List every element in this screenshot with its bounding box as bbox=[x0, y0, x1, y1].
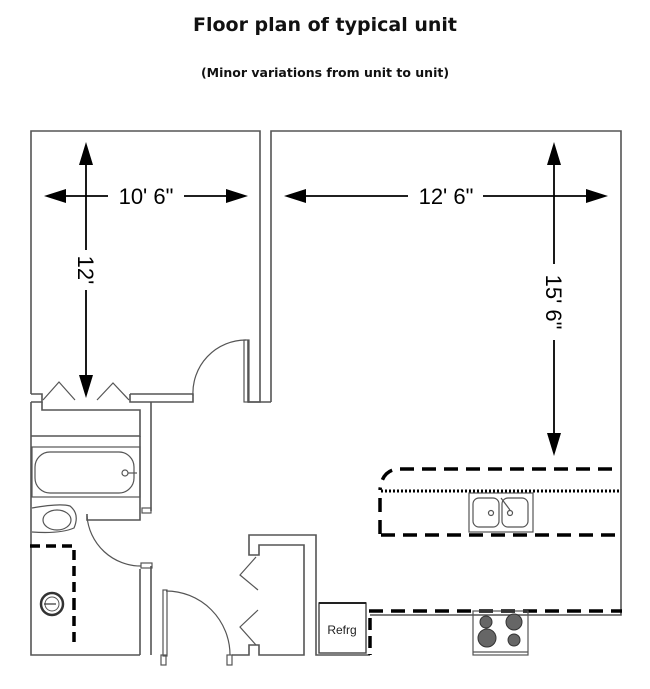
bedroom-door-leaf bbox=[243, 339, 250, 403]
sink-drain-left-icon bbox=[487, 509, 495, 517]
arrowhead-down-icon bbox=[79, 375, 93, 398]
burner-icon bbox=[479, 615, 493, 629]
arrowhead-up-icon bbox=[547, 142, 561, 165]
burner-icon bbox=[505, 613, 523, 631]
bedroom-door-swing bbox=[192, 339, 247, 397]
living-room-walls bbox=[248, 130, 622, 616]
dimension-living-depth: 15' 6" bbox=[541, 142, 566, 456]
dimension-label: 12' bbox=[73, 256, 98, 285]
burner-icon bbox=[477, 628, 497, 648]
arrowhead-right-icon bbox=[226, 189, 248, 203]
entry-door bbox=[160, 589, 233, 666]
sink-drain-right-icon bbox=[506, 509, 514, 517]
dimension-bedroom-width: 10' 6" bbox=[44, 184, 248, 209]
closet-bifold-right bbox=[96, 382, 130, 401]
toilet-tank-icon bbox=[31, 504, 77, 534]
kitchen-sink-frame bbox=[468, 492, 534, 533]
closet-walls bbox=[232, 534, 370, 656]
entry-door-swing bbox=[165, 590, 231, 656]
toilet-bowl-icon bbox=[42, 509, 72, 531]
closet-bifold-left bbox=[42, 381, 76, 401]
arrowhead-left-icon bbox=[44, 189, 66, 203]
bathtub-frame bbox=[31, 446, 141, 498]
page-subtitle: (Minor variations from unit to unit) bbox=[200, 65, 450, 80]
closet-bifold-lower bbox=[239, 609, 259, 646]
page-title: Floor plan of typical unit bbox=[192, 14, 458, 36]
bedroom-wall-corner bbox=[31, 393, 43, 403]
bathtub-icon bbox=[34, 451, 135, 494]
bathroom-wall-top bbox=[31, 402, 141, 437]
living-room-wall-outline bbox=[270, 130, 622, 616]
counter-upper-outline bbox=[378, 467, 612, 491]
bathroom-door-stop bbox=[140, 562, 153, 569]
bedroom-wall-segment bbox=[129, 393, 194, 403]
dimension-living-width: 12' 6" bbox=[284, 184, 608, 209]
arrowhead-left-icon bbox=[284, 189, 306, 203]
dimension-label: 10' 6" bbox=[119, 184, 174, 209]
arrowhead-up-icon bbox=[79, 142, 93, 165]
sink-basin-right-icon bbox=[501, 497, 529, 528]
kitchen: Refrg bbox=[318, 467, 622, 656]
bathroom-wall-inner bbox=[86, 436, 141, 521]
dimension-bedroom-depth: 12' bbox=[73, 142, 98, 398]
bathtub-drain-icon bbox=[121, 469, 129, 477]
sink-basin-icon bbox=[39, 591, 65, 617]
arrowhead-down-icon bbox=[547, 433, 561, 456]
dimension-label: 12' 6" bbox=[419, 184, 474, 209]
bedroom-walls bbox=[30, 130, 261, 403]
bedroom-wall-outline bbox=[30, 130, 261, 403]
entry-door-jamb-left bbox=[160, 654, 167, 666]
dimension-label: 15' 6" bbox=[541, 275, 566, 330]
vanity-outline bbox=[30, 544, 76, 600]
bathroom-wall-outer bbox=[30, 402, 140, 656]
entry-door-leaf bbox=[162, 589, 168, 657]
closet-bifold-upper bbox=[239, 556, 259, 591]
arrowhead-right-icon bbox=[586, 189, 608, 203]
entry-closet bbox=[232, 534, 370, 656]
sink-faucet-icon bbox=[500, 497, 511, 511]
burner-icon bbox=[507, 633, 521, 647]
stove bbox=[472, 610, 529, 656]
bedroom-closet-doors bbox=[42, 381, 130, 401]
bathroom-door-jamb bbox=[141, 507, 152, 514]
sink-basin-left-icon bbox=[472, 497, 500, 528]
bedroom-door bbox=[192, 339, 250, 403]
bathroom-door-swing bbox=[86, 515, 142, 567]
entry-door-jamb-right bbox=[226, 654, 233, 666]
refrigerator-label: Refrg bbox=[327, 623, 356, 637]
bathroom bbox=[30, 402, 153, 656]
